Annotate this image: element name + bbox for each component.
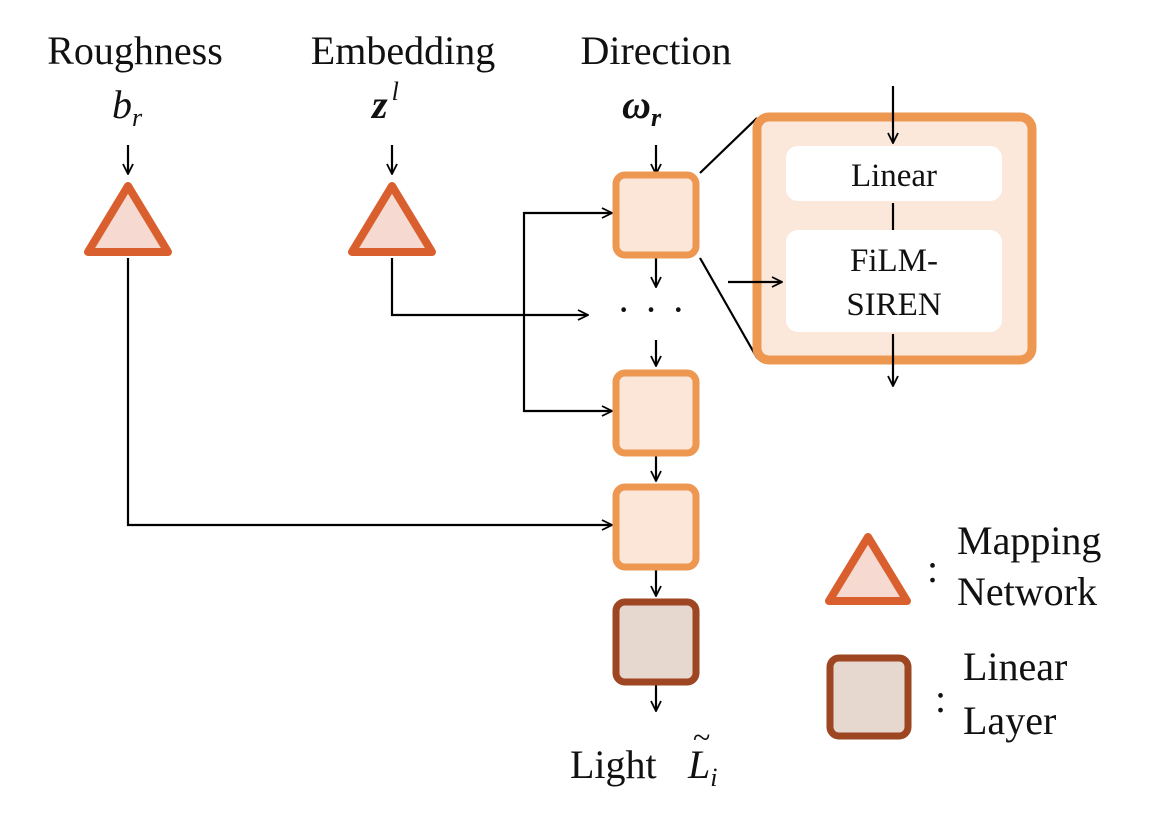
embedding-to-film-layer-1-wire <box>522 213 612 315</box>
embedding-to-film-layer-2-wire <box>522 315 612 411</box>
output-tilde: ~ <box>693 719 710 755</box>
film-block-siren-label: SIREN <box>846 287 942 323</box>
film-block-film-siren-box <box>786 230 1002 332</box>
embedding-mapping-network-triangle <box>348 182 436 256</box>
legend-mapping-separator: : <box>927 546 938 591</box>
film-siren-layer-3 <box>612 483 700 571</box>
roughness-to-film-layer-3-wire <box>126 258 612 525</box>
roughness-mapping-network-triangle <box>84 182 172 256</box>
expand-line-top <box>699 117 758 174</box>
legend-mapping-network-icon <box>825 533 911 605</box>
film-block-linear-box <box>786 146 1002 201</box>
roughness-symbol: br <box>112 82 143 132</box>
output-symbol: Li <box>687 742 717 792</box>
direction-label: Direction <box>580 28 731 73</box>
film-block-film-label: FiLM- <box>850 243 938 279</box>
film-siren-layer-2 <box>612 369 700 457</box>
legend-mapping-label-line1: Mapping <box>957 518 1101 563</box>
embedding-label: Embedding <box>311 28 495 73</box>
output-label: Light <box>570 742 657 787</box>
legend-linear-label-line1: Linear <box>963 644 1067 689</box>
embedding-to-ellipsis-wire <box>390 258 588 315</box>
legend-mapping-label-line2: Network <box>957 569 1097 614</box>
ellipsis: · · · <box>617 287 687 332</box>
legend-linear-layer-icon <box>826 654 912 740</box>
roughness-label: Roughness <box>47 28 223 73</box>
expand-line-bottom <box>699 257 758 359</box>
legend-linear-separator: : <box>935 676 946 721</box>
linear-output-layer <box>612 598 700 686</box>
legend-linear-label-line2: Layer <box>963 698 1056 743</box>
direction-symbol: ωr <box>622 82 662 132</box>
film-siren-layer-1 <box>612 171 700 259</box>
film-block-linear-label: Linear <box>851 158 937 194</box>
